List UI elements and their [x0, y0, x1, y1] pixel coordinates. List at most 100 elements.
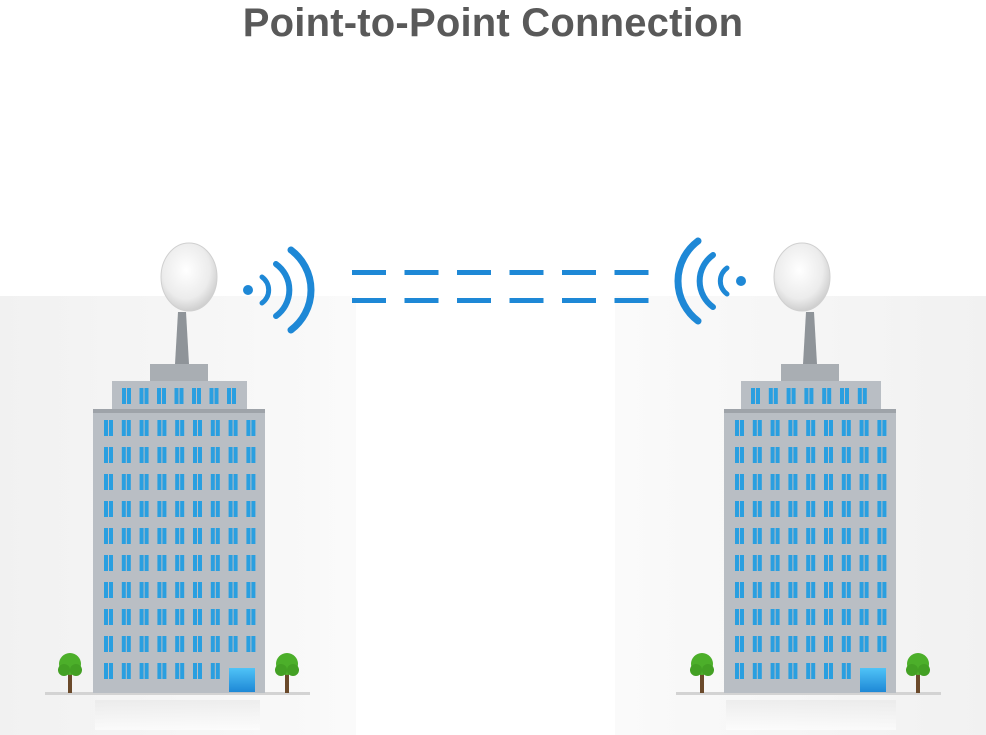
window-pane — [228, 420, 233, 436]
window-pane — [829, 636, 833, 652]
window-pane — [859, 609, 864, 625]
window-pane — [209, 388, 214, 404]
window-pane — [214, 388, 219, 404]
window-pane — [198, 663, 202, 679]
window-pane — [770, 636, 775, 652]
window-pane — [788, 474, 793, 490]
window-pane — [193, 528, 197, 544]
window-pane — [104, 582, 108, 598]
window-pane — [175, 609, 180, 625]
window-pane — [770, 582, 775, 598]
window-pane — [877, 501, 882, 517]
window-pane — [877, 609, 882, 625]
window-pane — [846, 582, 851, 598]
ground-line — [45, 692, 310, 695]
window-pane — [788, 501, 793, 517]
window-pane — [215, 663, 220, 679]
antenna-mast-base — [175, 312, 189, 364]
window-pane — [162, 555, 167, 571]
window-pane — [251, 582, 256, 598]
window-pane — [246, 420, 251, 436]
tree-icon — [275, 653, 299, 693]
window-pane — [210, 663, 215, 679]
window-pane — [228, 528, 233, 544]
window-pane — [251, 474, 256, 490]
window-pane — [233, 420, 238, 436]
window-pane — [788, 420, 793, 436]
window-pane — [864, 582, 869, 598]
window-pane — [139, 636, 144, 652]
window-pane — [251, 501, 256, 517]
window-pane — [770, 474, 775, 490]
window-pane — [174, 388, 179, 404]
window-pane — [175, 582, 180, 598]
window-pane — [793, 474, 798, 490]
window-pane — [829, 663, 833, 679]
window-pane — [228, 582, 233, 598]
window-pane — [882, 420, 887, 436]
window-pane — [104, 636, 108, 652]
window-pane — [829, 582, 833, 598]
window-pane — [811, 501, 816, 517]
window-pane — [157, 420, 162, 436]
link-dash — [509, 270, 544, 275]
window-pane — [846, 528, 851, 544]
window-pane — [126, 528, 131, 544]
window-pane — [806, 528, 811, 544]
window-pane — [193, 501, 197, 517]
window-pane — [121, 447, 126, 463]
window-pane — [157, 582, 162, 598]
window-pane — [180, 474, 185, 490]
building-windows — [735, 420, 887, 679]
window-pane — [175, 636, 180, 652]
window-pane — [829, 609, 833, 625]
window-pane — [841, 582, 846, 598]
window-pane — [210, 474, 215, 490]
link-dash — [562, 270, 596, 275]
window-pane — [740, 420, 744, 436]
window-pane — [210, 501, 215, 517]
window-pane — [775, 663, 780, 679]
right-site — [676, 242, 941, 730]
window-pane — [233, 501, 238, 517]
window-pane — [882, 474, 887, 490]
window-pane — [806, 663, 811, 679]
building-ledge — [724, 409, 896, 413]
building-reflection — [726, 700, 896, 730]
window-pane — [824, 582, 828, 598]
window-pane — [793, 501, 798, 517]
window-pane — [228, 609, 233, 625]
window-pane — [144, 474, 149, 490]
window-pane — [857, 388, 862, 404]
window-pane — [210, 582, 215, 598]
window-pane — [735, 447, 739, 463]
window-pane — [139, 474, 144, 490]
window-pane — [246, 582, 251, 598]
window-pane — [109, 501, 113, 517]
window-pane — [740, 663, 744, 679]
window-pane — [246, 501, 251, 517]
top-floor-windows — [751, 388, 867, 404]
window-pane — [233, 528, 238, 544]
window-pane — [757, 609, 762, 625]
window-pane — [824, 447, 828, 463]
window-pane — [757, 474, 762, 490]
window-pane — [841, 609, 846, 625]
window-pane — [193, 663, 197, 679]
window-pane — [877, 636, 882, 652]
window-pane — [144, 388, 149, 404]
window-pane — [752, 555, 757, 571]
window-pane — [846, 501, 851, 517]
window-pane — [864, 555, 869, 571]
window-pane — [157, 663, 162, 679]
window-pane — [882, 582, 887, 598]
window-pane — [788, 447, 793, 463]
window-pane — [841, 528, 846, 544]
window-pane — [121, 582, 126, 598]
link-dash — [352, 270, 386, 275]
window-pane — [215, 636, 220, 652]
dish-antenna-icon — [773, 242, 831, 312]
link-dash — [352, 298, 386, 303]
window-pane — [198, 501, 202, 517]
window-pane — [104, 420, 108, 436]
